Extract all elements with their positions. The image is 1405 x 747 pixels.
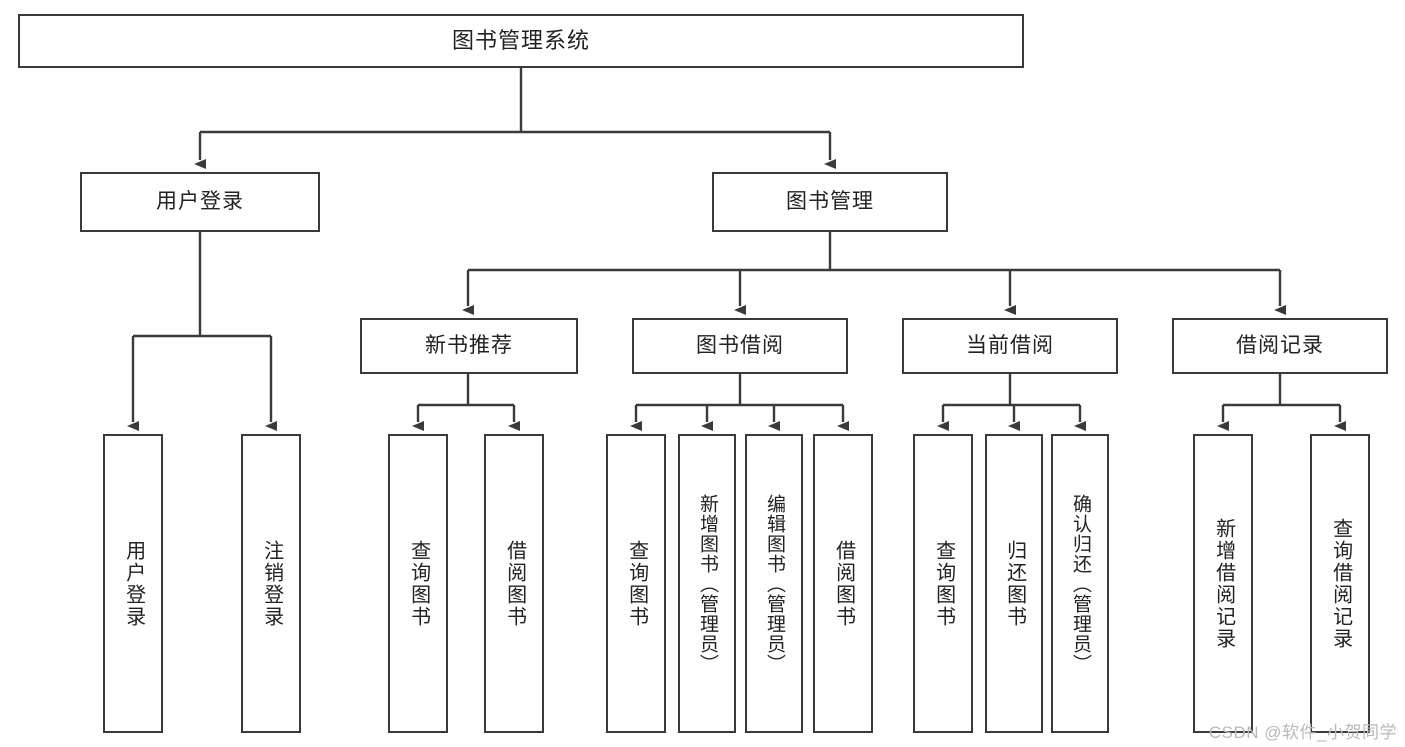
watermark-text: CSDN @软件_小贺同学 bbox=[1208, 723, 1397, 742]
node-label: 归还图书 bbox=[1003, 539, 1026, 628]
node-borrow-record[interactable]: 借阅记录 bbox=[1172, 318, 1388, 374]
node-label: 新增借阅记录 bbox=[1212, 517, 1235, 650]
leaf-edit-book-admin[interactable]: 编辑图书（管理员） bbox=[745, 434, 803, 733]
node-book-management[interactable]: 图书管理 bbox=[712, 172, 948, 232]
leaf-add-borrow-record[interactable]: 新增借阅记录 bbox=[1193, 434, 1253, 733]
node-label: 查询图书 bbox=[625, 539, 648, 628]
node-label: 编辑图书（管理员） bbox=[763, 493, 785, 674]
node-label: 查询借阅记录 bbox=[1329, 517, 1352, 650]
node-label: 借阅记录 bbox=[1236, 333, 1324, 357]
node-label: 用户登录 bbox=[156, 189, 244, 213]
leaf-borrow-book-recommend[interactable]: 借阅图书 bbox=[484, 434, 544, 733]
node-label: 图书管理系统 bbox=[451, 28, 590, 54]
leaf-confirm-return-admin[interactable]: 确认归还（管理员） bbox=[1051, 434, 1109, 733]
leaf-return-book[interactable]: 归还图书 bbox=[985, 434, 1043, 733]
node-label: 用户登录 bbox=[122, 539, 145, 628]
node-label: 借阅图书 bbox=[503, 539, 526, 628]
leaf-query-borrow-record[interactable]: 查询借阅记录 bbox=[1310, 434, 1370, 733]
leaf-logout[interactable]: 注销登录 bbox=[241, 434, 301, 733]
node-label: 确认归还（管理员） bbox=[1069, 493, 1091, 674]
leaf-query-book-borrow[interactable]: 查询图书 bbox=[606, 434, 666, 733]
node-root[interactable]: 图书管理系统 bbox=[18, 14, 1024, 68]
leaf-query-book-current[interactable]: 查询图书 bbox=[913, 434, 973, 733]
node-label: 注销登录 bbox=[260, 539, 283, 628]
leaf-query-book-recommend[interactable]: 查询图书 bbox=[388, 434, 448, 733]
node-label: 查询图书 bbox=[932, 539, 955, 628]
node-label: 借阅图书 bbox=[832, 539, 855, 628]
leaf-add-book-admin[interactable]: 新增图书（管理员） bbox=[678, 434, 736, 733]
node-current-borrow[interactable]: 当前借阅 bbox=[902, 318, 1118, 374]
leaf-user-login[interactable]: 用户登录 bbox=[103, 434, 163, 733]
leaf-borrow-book[interactable]: 借阅图书 bbox=[813, 434, 873, 733]
node-label: 图书管理 bbox=[786, 189, 874, 213]
node-user-login[interactable]: 用户登录 bbox=[80, 172, 320, 232]
node-label: 当前借阅 bbox=[966, 333, 1054, 357]
node-new-book-recommend[interactable]: 新书推荐 bbox=[360, 318, 578, 374]
node-label: 新增图书（管理员） bbox=[696, 493, 718, 674]
node-label: 图书借阅 bbox=[696, 333, 784, 357]
node-book-borrow[interactable]: 图书借阅 bbox=[632, 318, 848, 374]
node-label: 新书推荐 bbox=[425, 333, 513, 357]
node-label: 查询图书 bbox=[407, 539, 430, 628]
